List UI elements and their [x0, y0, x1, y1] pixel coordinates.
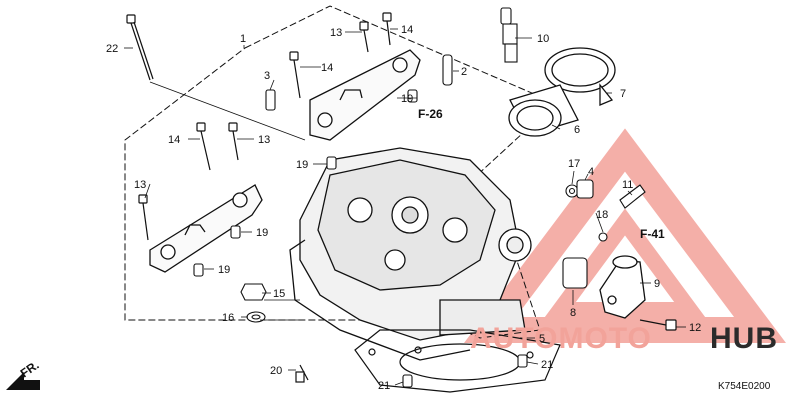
- direction-arrow: [6, 372, 40, 390]
- part-label: 15: [273, 288, 285, 300]
- cylinder-head: [289, 147, 532, 361]
- watermark-text: AUTOMOTO HUB: [470, 322, 778, 355]
- part-label: 4: [588, 166, 594, 178]
- part-label: 7: [620, 88, 626, 100]
- part-label: 14: [401, 24, 413, 36]
- reference-label-f41: F-41: [640, 227, 665, 241]
- part-label: 22: [106, 43, 118, 55]
- camshaft-holder-left: [149, 184, 263, 273]
- drawing-code: K754E0200: [718, 381, 771, 392]
- part-label: 19: [296, 159, 308, 171]
- part-label: 20: [270, 365, 282, 377]
- part-label: 14: [321, 62, 333, 74]
- dowels: [193, 54, 646, 388]
- part-label: 17: [568, 158, 580, 170]
- part-label: 18: [596, 209, 608, 221]
- part-label: 2: [461, 66, 467, 78]
- part-label: 19: [218, 264, 230, 276]
- part-label: 13: [258, 134, 270, 146]
- reference-label-f26: F-26: [418, 107, 443, 121]
- part-label: 21: [541, 359, 553, 371]
- leader-lines: [124, 28, 686, 386]
- part-label: 1: [240, 33, 246, 45]
- part-label: 13: [330, 27, 342, 39]
- watermark-brand-part2: HUB: [710, 322, 778, 355]
- part-label: 6: [574, 124, 580, 136]
- part-labels: 1 2 3 4 5 6 7 8 9 10 11 12 13 13 13 14 1…: [106, 24, 701, 392]
- camshaft-holder-right: [309, 49, 421, 141]
- part-label: 10: [537, 33, 549, 45]
- part-label: 21: [378, 380, 390, 392]
- part-label: 16: [222, 312, 234, 324]
- part-label: 9: [654, 278, 660, 290]
- part-label: 11: [622, 179, 633, 191]
- part-label: 12: [689, 322, 701, 334]
- part-label: 19: [401, 93, 413, 105]
- part-label: 8: [570, 307, 576, 319]
- bolts: [126, 12, 677, 383]
- part-label: 14: [168, 134, 180, 146]
- part-label: 5: [539, 333, 545, 345]
- part-label: 19: [256, 227, 268, 239]
- intake-assembly: [508, 47, 616, 137]
- spark-plug: [500, 7, 518, 63]
- part-label: 13: [134, 179, 146, 191]
- watermark-brand-part1: AUTOMOTO: [470, 322, 652, 355]
- part-label: 3: [264, 70, 270, 82]
- thermostat-housing: [599, 255, 646, 319]
